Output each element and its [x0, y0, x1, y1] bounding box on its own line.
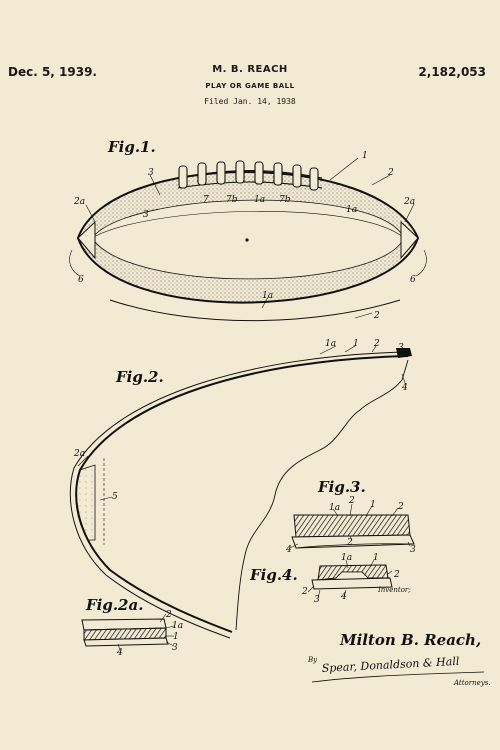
ref-2-fig2: 2 [373, 339, 380, 349]
ref-1a-fig3: 1a [329, 503, 340, 513]
ref-2-fig3-top: 2 [348, 496, 355, 506]
ref-2-bottom: 2 [373, 311, 380, 321]
inventor-name: M. B. REACH [212, 64, 288, 75]
figure-2a-section: Fig.2a. 2 1a 1 3 4 [81, 596, 183, 658]
by-label: By [307, 656, 318, 664]
ref-2a-right: 2a [403, 197, 415, 207]
ref-3: 3 [143, 210, 149, 220]
ref-7b: 7b [226, 195, 238, 205]
ref-3-fig4: 3 [314, 595, 320, 605]
attorneys-label: Attorneys. [453, 679, 491, 687]
ref-1a-right: 1a [346, 205, 357, 215]
fig3-label: Fig.3. [317, 478, 366, 496]
ref-2-fig4-left: 2 [301, 587, 308, 597]
ref-2a-left: 2a [73, 197, 85, 207]
figure-4-section: Fig.4. 1a 1 2 2 3 4 Inventor; [249, 553, 411, 605]
figure-3-section: Fig.3. 1a 2 1 2 2 4 3 [285, 478, 416, 555]
ref-4-fig3: 4 [285, 545, 292, 555]
ref-1a-fig2a: 1a [172, 621, 183, 631]
ref-3-fig3: 3 [410, 545, 416, 555]
ref-1a-lace: 1a [254, 195, 265, 205]
ref-2-fig2a: 2 [165, 610, 172, 620]
inventor-label: Inventor; [377, 586, 411, 594]
ref-4-fig4: 4 [340, 592, 347, 602]
signature-block: Milton B. Reach, By Spear, Donaldson & H… [307, 631, 491, 687]
ref-2-fig3-bottom: 2 [346, 538, 353, 548]
ref-3-top: 3 [148, 168, 154, 178]
patent-number: 2,182,053 [418, 65, 486, 79]
attorneys-signature: Spear, Donaldson & Hall [321, 655, 460, 675]
ref-3-fig2a: 3 [172, 643, 178, 653]
ref-6-right: 6 [410, 275, 416, 285]
patent-title: PLAY OR GAME BALL [205, 82, 295, 90]
ref-2-fig4-right: 2 [393, 570, 400, 580]
ref-1: 1 [362, 151, 368, 161]
ref-1-fig4: 1 [373, 553, 379, 563]
ref-1-fig3: 1 [370, 500, 376, 510]
fig4-label: Fig.4. [249, 566, 298, 584]
ref-1-fig2a: 1 [173, 632, 179, 642]
ref-5-fig2: 5 [112, 492, 118, 502]
fig2a-label: Fig.2a. [85, 596, 143, 614]
laces [177, 160, 323, 191]
ref-4-fig2a: 4 [116, 648, 123, 658]
ref-1a-bottom: 1a [262, 291, 273, 301]
ref-6-left: 6 [78, 275, 84, 285]
fig2-label: Fig.2. [115, 368, 164, 386]
ref-2: 2 [387, 168, 394, 178]
inventor-signature: Milton B. Reach, [339, 631, 481, 649]
ref-1a-fig4: 1a [341, 553, 352, 563]
filed-date: Filed Jan. 14, 1938 [204, 97, 296, 106]
ref-3-fig2: 3 [398, 343, 404, 353]
ref-1-fig2: 1 [353, 339, 359, 349]
ref-2-fig3-right: 2 [397, 502, 404, 512]
figure-2-section: Fig.2. 1a 1 2 3 [69, 339, 412, 639]
ref-7: 7 [203, 195, 209, 205]
ref-7b-2: 7b [279, 195, 291, 205]
figure-1-football: Fig.1. [69, 138, 427, 322]
ref-1a-fig2: 1a [325, 339, 336, 349]
ref-4-fig2: 4 [401, 383, 408, 393]
fig1-label: Fig.1. [107, 138, 156, 156]
patent-date: Dec. 5, 1939. [8, 65, 97, 79]
ref-2a-fig2: 2a [73, 449, 85, 459]
